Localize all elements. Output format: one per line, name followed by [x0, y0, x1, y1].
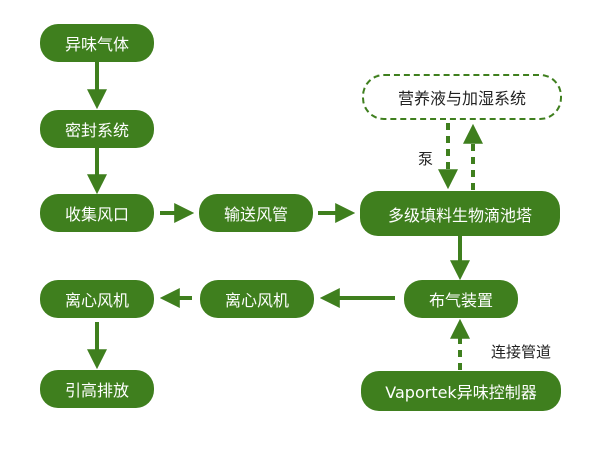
node-centrifugal-fan-middle: 离心风机 [200, 280, 314, 318]
label-connect-pipe: 连接管道 [491, 343, 552, 361]
node-stack-discharge: 引高排放 [40, 370, 154, 408]
node-sealing-system: 密封系统 [40, 110, 154, 148]
node-vaportek-controller: Vaportek异味控制器 [361, 371, 561, 411]
label-pump: 泵 [418, 150, 434, 168]
node-odor-gas: 异味气体 [40, 24, 154, 62]
node-gas-distributor: 布气装置 [404, 280, 518, 318]
node-nutrient-system: 营养液与加湿系统 [362, 74, 562, 120]
node-collection-port: 收集风口 [40, 194, 154, 232]
node-delivery-duct: 输送风管 [199, 194, 313, 232]
node-biotower: 多级填料生物滴池塔 [360, 191, 560, 236]
node-centrifugal-fan-left: 离心风机 [40, 280, 154, 318]
